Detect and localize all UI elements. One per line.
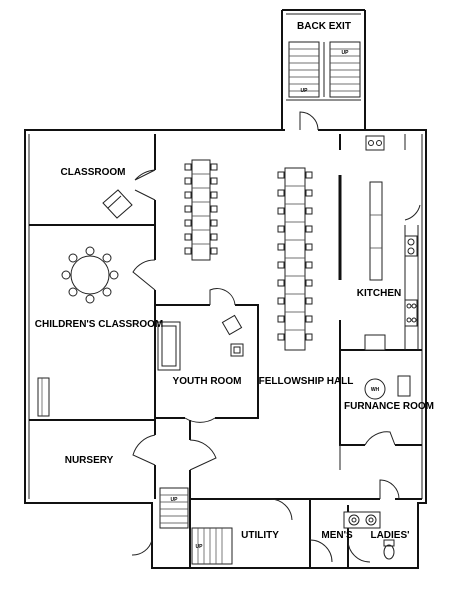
outer-walls [24,129,427,569]
table-group-left [184,159,218,261]
label-ladies: LADIES' [370,530,409,541]
water-heater [364,378,386,400]
label-water-heater: WH [371,387,380,393]
interior-walls [29,134,422,568]
label-utility: UTILITY [241,530,279,541]
stair-up-label-right: UP [342,50,350,56]
label-fellowship-hall: FELLOWSHIP HALL [259,376,354,387]
table-group-center [277,167,313,351]
toilet [383,539,395,560]
lower-stairs [159,487,233,565]
label-childrens-classroom: CHILDREN'S CLASSROOM [35,319,164,330]
label-classroom: CLASSROOM [61,167,126,178]
door-swings [131,135,421,563]
childrens-bench [37,377,50,417]
label-mens: MEN'S [321,530,353,541]
kitchen-island [369,181,383,281]
kitchen-counter [364,134,419,351]
classroom-chair [102,189,133,219]
label-furnace-room: FURNANCE ROOM [344,401,434,412]
stair-up-label-nursery: UP [171,497,179,503]
back-exit-annex [281,9,366,131]
furnace-unit [397,375,411,397]
youth-table [230,343,244,357]
label-nursery: NURSERY [65,455,114,466]
label-youth-room: YOUTH ROOM [173,376,242,387]
label-back-exit: BACK EXIT [297,21,351,32]
restroom-sinks [343,511,381,529]
round-table [61,246,119,304]
stair-up-label-left: UP [301,88,309,94]
stair-up-label-utility: UP [196,544,204,550]
label-kitchen: KITCHEN [357,288,401,299]
youth-sofa [157,321,181,371]
youth-chair [221,314,243,336]
